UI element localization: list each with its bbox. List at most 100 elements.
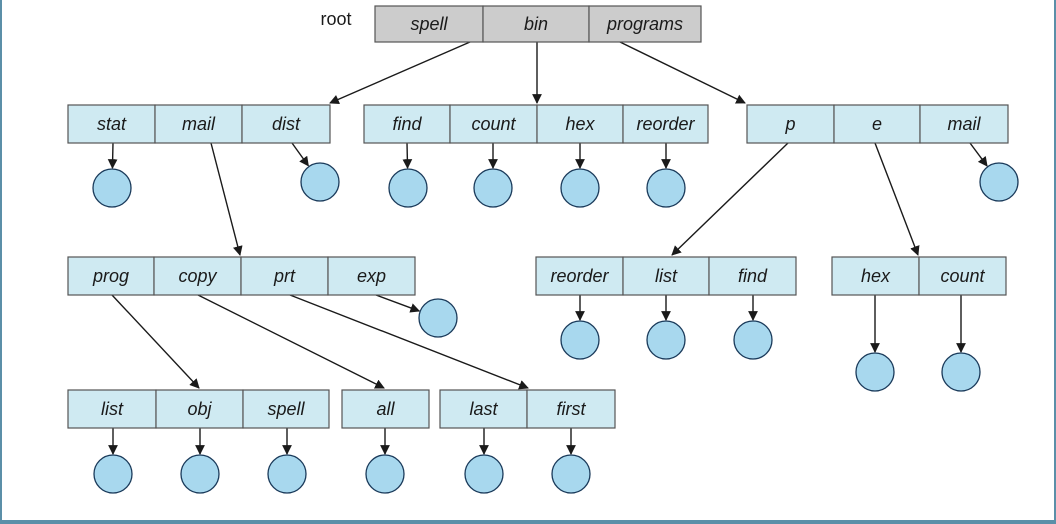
cell-mail-dir-prt: prt	[240, 256, 329, 296]
cell-p-dir-find: find	[708, 256, 797, 296]
file-node-programs-dir-mail	[979, 162, 1019, 202]
leaf-files	[92, 162, 1019, 494]
cell-box	[155, 389, 244, 429]
entry-label: obj	[187, 399, 212, 419]
cell-prog-dir-list: list	[67, 389, 157, 429]
entry-label: first	[557, 399, 587, 419]
entry-label: count	[940, 266, 985, 286]
cell-box	[622, 104, 709, 144]
entry-label: stat	[97, 114, 127, 134]
cell-mail-dir-exp: exp	[327, 256, 416, 296]
file-node-p-dir-list	[646, 320, 686, 360]
cell-prt-dir-first: first	[526, 389, 616, 429]
cell-box	[242, 389, 330, 429]
file-node-spell-dir-stat	[92, 168, 132, 208]
cell-box	[833, 104, 921, 144]
edge-copy-to-dir	[197, 294, 385, 389]
cell-prt-dir-last: last	[439, 389, 528, 429]
cell-programs-dir-p: p	[746, 104, 835, 144]
entry-label: bin	[524, 14, 548, 34]
cell-p-dir-reorder: reorder	[535, 256, 624, 296]
edge-spell-to-dir	[329, 41, 471, 104]
file-node-e-dir-count	[941, 352, 981, 392]
edge-programs-to-dir	[619, 41, 746, 104]
cell-programs-dir-mail: mail	[919, 104, 1009, 144]
cell-box	[526, 389, 616, 429]
edge-p-to-dir	[671, 142, 789, 256]
entry-label: hex	[565, 114, 595, 134]
entry-label: reorder	[636, 114, 695, 134]
cell-programs-dir-e: e	[833, 104, 921, 144]
edge-bin-dir-find-to-file	[402, 142, 413, 169]
edge-spell-dir-stat-to-file	[107, 142, 118, 169]
cell-box	[341, 389, 430, 429]
frame-right-border	[1054, 0, 1056, 524]
file-node-prog-dir-obj	[180, 454, 220, 494]
file-node-bin-dir-count	[473, 168, 513, 208]
cell-box	[241, 104, 331, 144]
cell-bin-dir-count: count	[449, 104, 538, 144]
cell-copy-dir-all: all	[341, 389, 430, 429]
file-node-p-dir-reorder	[560, 320, 600, 360]
cell-mail-dir-copy: copy	[153, 256, 242, 296]
edge-mail-dir-exp-to-file	[375, 294, 421, 313]
cell-root-programs: programs	[588, 5, 702, 43]
cell-box	[154, 104, 243, 144]
file-node-prt-dir-first	[551, 454, 591, 494]
entry-label: list	[655, 266, 678, 286]
cell-box	[327, 256, 416, 296]
entry-label: list	[101, 399, 124, 419]
edges	[107, 41, 988, 455]
cell-e-dir-count: count	[918, 256, 1007, 296]
cell-e-dir-hex: hex	[831, 256, 920, 296]
file-node-prt-dir-last	[464, 454, 504, 494]
cell-box	[363, 104, 451, 144]
edge-e-to-dir	[874, 142, 920, 256]
file-node-bin-dir-hex	[560, 168, 600, 208]
cell-box	[536, 104, 624, 144]
edge-prt-to-dir	[289, 294, 529, 390]
cell-spell-dir-stat: stat	[67, 104, 156, 144]
cell-box	[240, 256, 329, 296]
entry-label: prog	[92, 266, 129, 286]
entry-label: spell	[410, 14, 448, 34]
cell-box	[708, 256, 797, 296]
entry-label: copy	[178, 266, 217, 286]
cell-bin-dir-hex: hex	[536, 104, 624, 144]
cell-box	[482, 5, 590, 43]
entry-label: mail	[947, 114, 981, 134]
cell-root-bin: bin	[482, 5, 590, 43]
cell-mail-dir-prog: prog	[67, 256, 155, 296]
cell-box	[831, 256, 920, 296]
frame-left-border	[0, 0, 2, 524]
file-node-e-dir-hex	[855, 352, 895, 392]
cell-bin-dir-reorder: reorder	[622, 104, 709, 144]
cell-root-spell: spell	[374, 5, 484, 43]
file-node-copy-dir-all	[365, 454, 405, 494]
entry-label: programs	[606, 14, 683, 34]
cell-box	[153, 256, 242, 296]
entry-label: p	[784, 114, 795, 134]
entry-label: reorder	[550, 266, 609, 286]
root-label: root	[320, 9, 351, 29]
directory-cells: spell bin programs stat mail dist find count hex…	[67, 5, 1009, 429]
entry-label: find	[392, 114, 422, 134]
file-node-bin-dir-reorder	[646, 168, 686, 208]
entry-label: dist	[272, 114, 301, 134]
file-node-mail-dir-exp	[418, 298, 458, 338]
cell-box	[67, 256, 155, 296]
entry-label: mail	[182, 114, 216, 134]
edge-prog-to-dir	[111, 294, 200, 389]
cell-spell-dir-mail: mail	[154, 104, 243, 144]
edge-spell-dir-dist-to-file	[291, 142, 309, 167]
cell-box	[918, 256, 1007, 296]
entry-label: exp	[357, 266, 386, 286]
entry-label: all	[376, 399, 395, 419]
file-node-prog-dir-list	[93, 454, 133, 494]
cell-prog-dir-spell: spell	[242, 389, 330, 429]
cell-p-dir-list: list	[622, 256, 710, 296]
edge-programs-dir-mail-to-file	[969, 142, 988, 167]
cell-prog-dir-obj: obj	[155, 389, 244, 429]
entry-label: e	[872, 114, 882, 134]
